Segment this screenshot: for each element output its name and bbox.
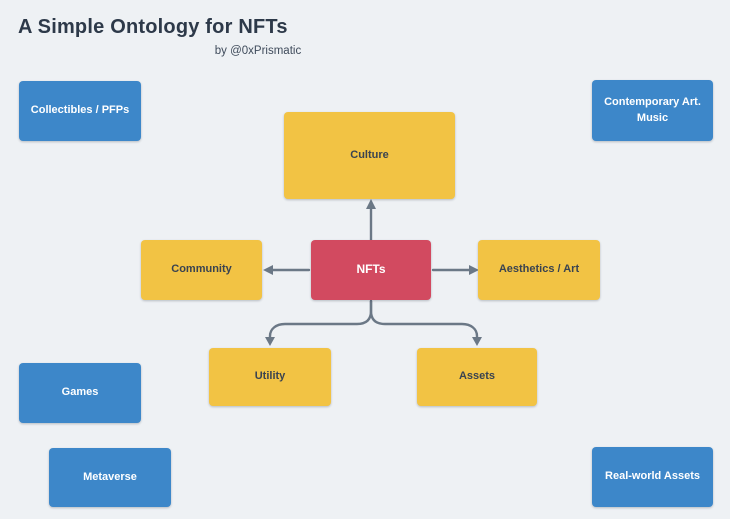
node-games[interactable]: Games (19, 363, 141, 423)
node-assets[interactable]: Assets (417, 348, 537, 406)
node-community[interactable]: Community (141, 240, 262, 300)
page-subtitle: by @0xPrismatic (214, 45, 302, 57)
arrow-nfts-to-aesthetics (431, 265, 479, 275)
node-utility[interactable]: Utility (209, 348, 331, 406)
arrow-nfts-to-assets (369, 299, 482, 346)
node-real-world-assets[interactable]: Real-world Assets (592, 447, 713, 507)
arrow-nfts-to-utility (265, 299, 373, 346)
node-contemporary-art-music[interactable]: Contemporary Art. Music (592, 80, 713, 141)
node-collectibles-pfps[interactable]: Collectibles / PFPs (19, 81, 141, 141)
arrow-nfts-to-community (263, 265, 311, 275)
node-culture[interactable]: Culture (284, 112, 455, 199)
node-aesthetics-art[interactable]: Aesthetics / Art (478, 240, 600, 300)
node-nfts[interactable]: NFTs (311, 240, 431, 300)
arrow-nfts-to-culture (366, 199, 376, 242)
node-metaverse[interactable]: Metaverse (49, 448, 171, 507)
page-title: A Simple Ontology for NFTs (18, 16, 288, 38)
